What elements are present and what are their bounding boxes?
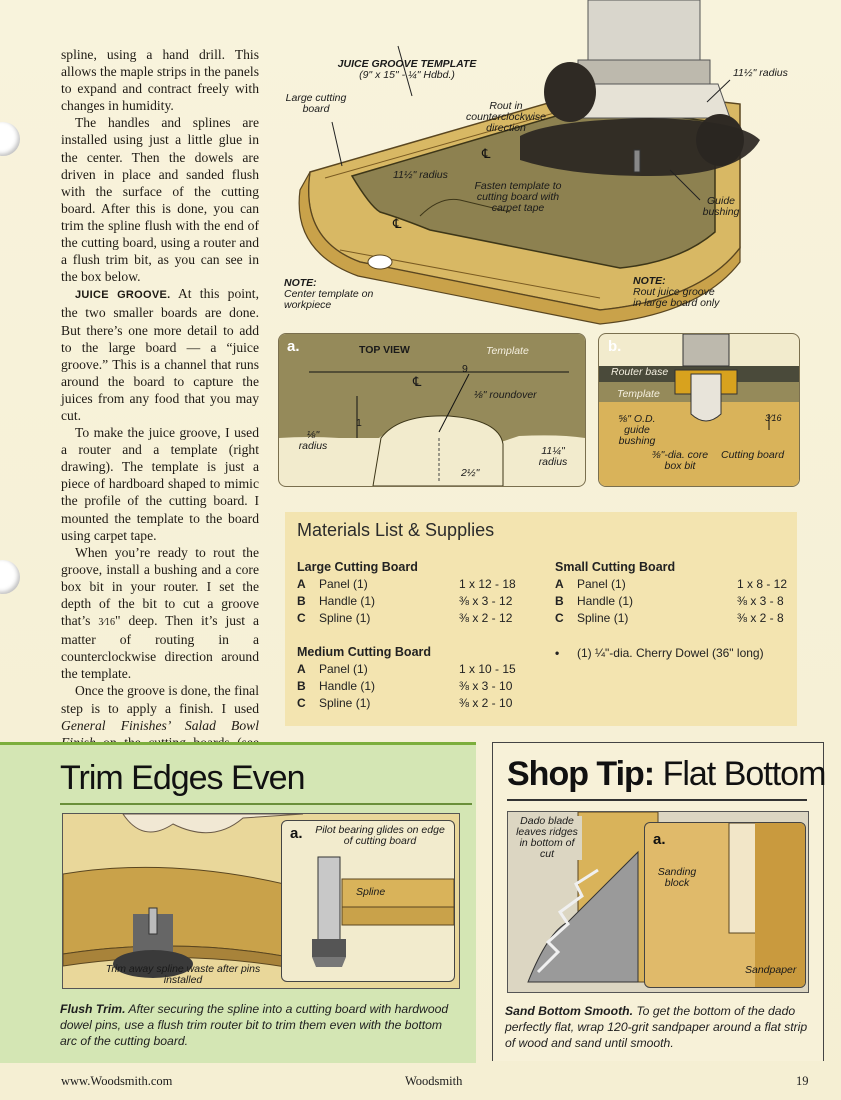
- sandpaper-label: Sandpaper: [745, 964, 797, 976]
- svg-text:℄: ℄: [481, 147, 491, 162]
- depth-label: 3⁄16: [765, 413, 782, 423]
- note-head: NOTE:: [633, 275, 666, 287]
- box-title: Shop Tip: Flat Bottom: [507, 755, 826, 793]
- article-body: spline, using a hand drill. This allows …: [61, 46, 259, 768]
- box-title: Trim Edges Even: [60, 759, 305, 797]
- bushing-section-drawing: [599, 334, 799, 486]
- core-box-bit-label: ⅜"-dia. core box bit: [651, 449, 709, 472]
- footer-url: www.Woodsmith.com: [61, 1074, 173, 1088]
- figure-tag: a.: [653, 831, 666, 848]
- sanding-block-drawing: [728, 823, 805, 987]
- pilot-bearing-drawing: [312, 856, 454, 967]
- rout-direction-label: Rout in counterclockwise direction: [466, 100, 546, 134]
- runin-heading: JUICE GROOVE.: [75, 289, 171, 302]
- top-view-drawing: [279, 334, 585, 486]
- paragraph: When you’re ready to rout the groove, in…: [61, 544, 259, 682]
- center-template-note: Center template on workpiece: [284, 288, 374, 311]
- binder-hole: [0, 122, 20, 156]
- large-board-label: Large cutting board: [285, 92, 347, 115]
- flush-trim-caption: Flush Trim. After securing the spline in…: [60, 1002, 449, 1048]
- flush-trim-drawing: [63, 814, 324, 978]
- template-label: Template: [486, 345, 529, 357]
- materials-title: Materials List & Supplies: [297, 520, 495, 540]
- medium-board-heading: Medium Cutting Board: [297, 645, 432, 659]
- dado-blade-label: Dado blade leaves ridges in bottom of cu…: [512, 816, 582, 860]
- dim-label: 1: [356, 417, 362, 429]
- small-radius-label: ⅛" radius: [298, 429, 328, 452]
- large-radius-label: 11¼" radius: [538, 445, 568, 468]
- footer-brand: Woodsmith: [405, 1074, 463, 1088]
- title-rule: [60, 803, 472, 805]
- note-head: NOTE:: [284, 277, 317, 289]
- inset-detail: a. Sanding block Sandpaper: [644, 822, 806, 988]
- page-number: 19: [796, 1074, 809, 1088]
- dim-label: 9: [462, 363, 468, 375]
- router-base-label: Router base: [611, 366, 669, 378]
- pilot-bearing-label: Pilot bearing glides on edge of cutting …: [315, 824, 445, 847]
- paragraph: spline, using a hand drill. This allows …: [61, 47, 259, 114]
- section-detail: b. Router base Template ⅝" O.D. guide bu…: [598, 333, 800, 487]
- paragraph: To make the juice groove, I used a route…: [61, 425, 259, 543]
- svg-text:℄: ℄: [392, 217, 402, 232]
- template-dims-label: (9" x 15" - ¼" Hdbd.): [359, 69, 455, 81]
- paragraph: The handles and splines are installed us…: [61, 115, 259, 285]
- guide-bushing-label: ⅝" O.D. guide bushing: [618, 413, 656, 447]
- trim-waste-label: Trim away spline waste after pins instal…: [105, 963, 261, 986]
- supply-item: •(1) ¼"-dia. Cherry Dowel (36" long): [555, 646, 764, 660]
- spline-label: Spline: [356, 886, 386, 898]
- large-board-heading: Large Cutting Board: [297, 560, 418, 574]
- top-view-title: TOP VIEW: [359, 344, 410, 356]
- template-title-label: JUICE GROOVE TEMPLATE: [337, 58, 477, 70]
- trim-edges-box: Trim Edges Even a. Pilot b: [0, 742, 476, 1063]
- sanding-block-label: Sanding block: [657, 866, 697, 889]
- top-view-detail: a. TOP VIEW Template 9 ℄ ⅛" roundover 1 …: [278, 333, 586, 487]
- roundover-label: ⅛" roundover: [474, 389, 537, 401]
- dim-label: 2½": [461, 467, 480, 479]
- flush-trim-illustration: a. Pilot bearing glides on edge of cutti…: [62, 813, 460, 989]
- figure-tag: b.: [608, 338, 622, 355]
- template-label: Template: [617, 388, 660, 400]
- figure-tag: a.: [290, 825, 303, 842]
- cutting-board-label: Cutting board: [721, 449, 785, 461]
- binder-hole: [0, 560, 20, 594]
- outer-radius-label: 11½" radius: [733, 67, 788, 79]
- paragraph: JUICE GROOVE. At this point, the two sma…: [61, 286, 259, 423]
- shop-tip-box: Shop Tip: Flat Bottom a. Sanding block S…: [492, 742, 826, 1061]
- small-board-heading: Small Cutting Board: [555, 560, 676, 574]
- large-board-only-note: Rout juice groove in large board only: [633, 286, 720, 309]
- flat-bottom-illustration: a. Sanding block Sandpaper Dado blade le…: [507, 811, 809, 993]
- guide-bushing-label: Guide bushing: [702, 195, 740, 218]
- title-rule: [507, 799, 807, 801]
- template-radius-label: 11½" radius: [393, 169, 448, 181]
- centerline-symbol: ℄: [413, 374, 422, 389]
- router-template-drawing: ℄ ℄: [298, 0, 760, 325]
- sand-bottom-caption: Sand Bottom Smooth. To get the bottom of…: [505, 1004, 808, 1050]
- figure-tag: a.: [287, 338, 300, 355]
- materials-list: Materials List & Supplies Large Cutting …: [285, 512, 797, 726]
- fasten-label: Fasten template to cutting board with ca…: [474, 180, 562, 214]
- inset-detail: a. Pilot bearing glides on edge of cutti…: [281, 820, 455, 982]
- juice-groove-illustration: ℄ ℄ JUICE GROOVE TEMPLATE (9" x 15" - ¼"…: [270, 0, 841, 330]
